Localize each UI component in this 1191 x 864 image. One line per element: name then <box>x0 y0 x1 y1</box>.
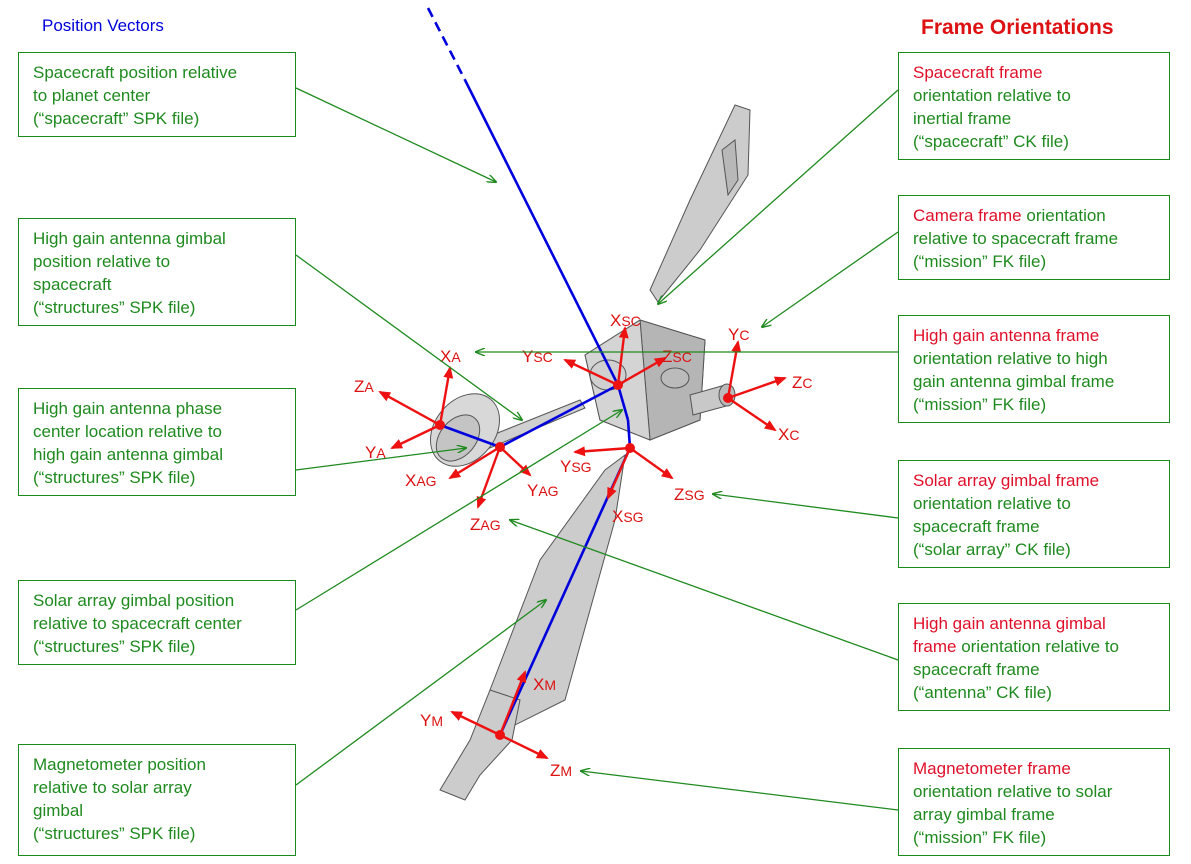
zc-label: ZC <box>792 373 813 392</box>
yc-label: YC <box>728 325 749 344</box>
callout-sc-frame: Spacecraft frame orientation relative to… <box>898 52 1170 160</box>
ym-axis <box>450 710 501 737</box>
ysc-label: YSC <box>522 347 553 366</box>
camera-origin <box>723 393 733 403</box>
antenna-gimbal-origin <box>495 442 505 452</box>
ysg-axis <box>573 446 631 457</box>
sc-position-vector <box>463 79 620 386</box>
frame-orientations-header: Frame Orientations <box>921 16 1114 39</box>
callout-arrows <box>295 87 899 811</box>
zag-label: ZAG <box>470 515 501 534</box>
xag-axis <box>448 445 501 480</box>
leader-sc-frame <box>658 89 899 304</box>
antenna-origin <box>435 420 445 430</box>
xa-label: XA <box>440 347 461 366</box>
leader-hga-gimbal-position <box>295 254 522 420</box>
yag-axis <box>499 446 532 477</box>
xag-label: XAG <box>405 471 437 490</box>
callout-hga-gimbal-frame: High gain antenna gimbal frame orientati… <box>898 603 1170 711</box>
zsc-label: ZSC <box>662 347 692 366</box>
yag-label: YAG <box>527 481 559 500</box>
zsg-label: ZSG <box>674 485 705 504</box>
leader-hga-phase <box>295 448 466 471</box>
callout-sc-position: Spacecraft position relative to planet c… <box>18 52 296 137</box>
upper-solar-panel <box>649 104 751 303</box>
xc-label: XC <box>778 425 799 444</box>
yc-axis <box>726 340 742 399</box>
magnetometer-origin <box>495 730 505 740</box>
leader-hga-gimbal-frame <box>510 520 899 661</box>
za-axis <box>378 390 441 427</box>
leader-sa-gimbal-frame <box>713 494 899 519</box>
za-label: ZA <box>354 377 374 396</box>
ym-label: YM <box>420 711 443 730</box>
xsc-axis <box>616 326 629 386</box>
callout-camera-frame: Camera frame orientation relative to spa… <box>898 195 1170 280</box>
ysc-axis <box>563 358 619 387</box>
callout-sa-gimbal-frame: Solar array gimbal frame orientation rel… <box>898 460 1170 568</box>
magnetometer-boom-tip <box>439 689 521 801</box>
xc-axis <box>727 397 777 432</box>
xa-axis <box>438 366 454 426</box>
sa-gimbal-origin <box>625 443 635 453</box>
xm-axis <box>498 670 527 736</box>
zm-axis <box>499 733 549 760</box>
sc-origin <box>613 380 623 390</box>
leader-magnetometer-frame <box>581 771 899 811</box>
zsc-axis <box>617 356 667 387</box>
callout-sa-gimbal-position: Solar array gimbal position relative to … <box>18 580 296 665</box>
ysg-label: YSG <box>560 457 592 476</box>
frame-axes <box>378 326 787 760</box>
callout-magnetometer-frame: Magnetometer frame orientation relative … <box>898 748 1170 856</box>
callout-magnetometer-position: Magnetometer position relative to solar … <box>18 744 296 856</box>
position-vectors-header: Position Vectors <box>42 16 164 35</box>
axis-labels: XSC YSC ZSC XA ZA YA XAG YAG ZAG YSG ZSG… <box>354 311 813 780</box>
frame-origins <box>435 380 733 740</box>
callout-hga-phase-center: High gain antenna phase center location … <box>18 388 296 496</box>
leader-magnetometer-position <box>295 600 546 786</box>
ya-label: YA <box>365 443 386 462</box>
zag-axis <box>476 446 502 509</box>
xm-label: XM <box>533 675 556 694</box>
leader-sa-gimbal-position <box>295 410 622 611</box>
sa-gimbal-vector-a <box>616 384 630 421</box>
xsg-label: XSG <box>612 507 644 526</box>
leader-camera-frame <box>762 231 899 327</box>
hga-gimbal-vector <box>499 383 619 449</box>
xsg-axis <box>606 447 632 500</box>
callout-hga-gimbal-position: High gain antenna gimbal position relati… <box>18 218 296 326</box>
callout-hga-frame: High gain antenna frame orientation rela… <box>898 315 1170 423</box>
xsc-label: XSC <box>610 311 641 330</box>
zc-axis <box>727 376 787 400</box>
hga-phase-vector <box>439 423 501 449</box>
zsg-axis <box>629 447 674 480</box>
zm-label: ZM <box>550 761 572 780</box>
ya-axis <box>390 423 441 450</box>
sc-position-dashed <box>426 7 467 81</box>
leader-sc-position <box>295 87 496 182</box>
